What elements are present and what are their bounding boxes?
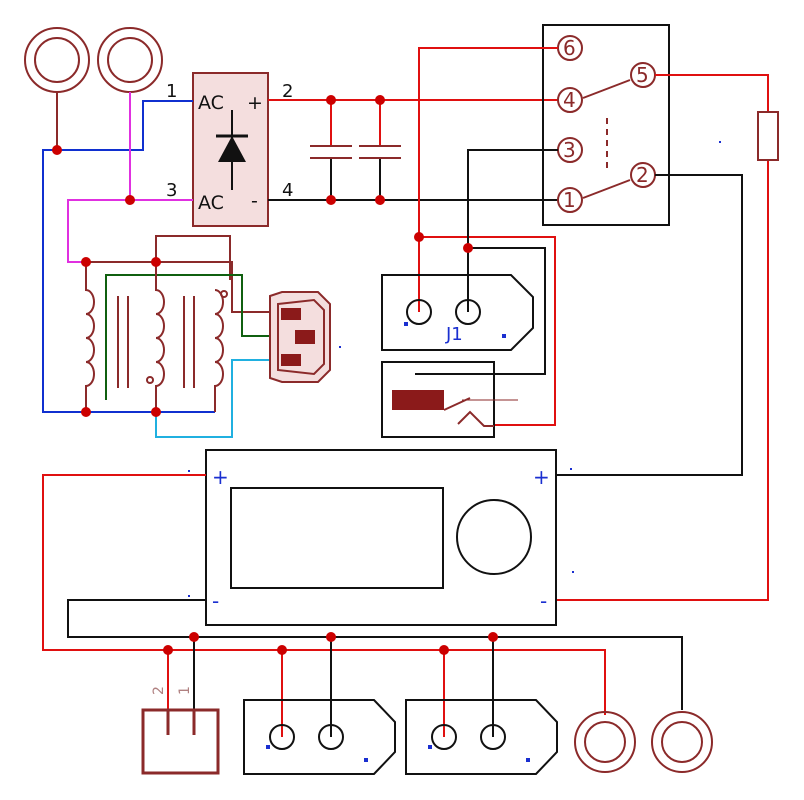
module-plus-left: + — [212, 465, 229, 489]
junction-dots — [52, 95, 498, 655]
iec-power-inlet — [269, 291, 331, 383]
connector-j1 — [381, 274, 534, 351]
wire-blue — [42, 100, 215, 413]
marker-dots — [188, 141, 721, 597]
terminal-bottom-right-1 — [574, 711, 636, 773]
relay-contacts — [582, 79, 631, 199]
relay-pin-5-label: 5 — [636, 63, 649, 87]
wire-relay-3-black — [415, 149, 558, 375]
bridge-pin-1-label: 1 — [166, 81, 177, 102]
relay-pin-3-label: 3 — [563, 138, 576, 162]
terminal-top-left-1 — [24, 27, 90, 93]
relay-body — [542, 24, 670, 226]
header-pin-2-label: 2 — [151, 686, 167, 695]
relay-pin-1 — [557, 187, 583, 213]
bridge-plus-label: + — [247, 92, 263, 114]
relay-pin-4-label: 4 — [563, 88, 576, 112]
capacitor-2 — [359, 145, 401, 159]
wire-dc-positive — [268, 99, 558, 146]
relay-pin-6-label: 6 — [563, 36, 576, 60]
bridge-ac-bottom-label: AC — [198, 192, 224, 214]
wire-bottom-red — [42, 474, 606, 737]
bridge-rectifier — [192, 72, 269, 227]
relay-pin-1-label: 1 — [563, 188, 576, 212]
wire-relay-2-to-module — [556, 174, 743, 476]
bridge-ac-top-label: AC — [198, 92, 224, 114]
capacitor-1 — [310, 145, 352, 159]
connector-bottom-1 — [243, 699, 396, 775]
wire-dc-negative — [268, 158, 558, 201]
transformer — [85, 262, 228, 412]
connector-j1-label: J1 — [445, 324, 463, 345]
module-plus-right: + — [533, 465, 550, 489]
terminal-top-left-2 — [97, 27, 163, 93]
bridge-minus-label: - — [251, 190, 258, 212]
bridge-pin-3-label: 3 — [166, 180, 177, 201]
connector-bottom-2 — [405, 699, 558, 775]
header-2pin — [141, 708, 220, 775]
bridge-pin-4-label: 4 — [282, 180, 293, 201]
wire-cyan — [155, 359, 270, 438]
fuse — [757, 111, 779, 161]
switch — [381, 361, 518, 438]
module-minus-left: - — [212, 589, 219, 613]
relay-pin-4 — [557, 87, 583, 113]
wire-green — [105, 274, 270, 400]
relay-pin-2-label: 2 — [636, 163, 649, 187]
display-module — [205, 449, 557, 626]
wire-relay-5-to-fuse — [556, 74, 769, 601]
module-minus-right: - — [540, 589, 547, 613]
bridge-pin-2-label: 2 — [282, 81, 293, 102]
header-pin-1-label: 1 — [177, 686, 193, 695]
wire-relay-6-red — [418, 47, 558, 426]
terminal-bottom-right-2 — [651, 711, 713, 773]
